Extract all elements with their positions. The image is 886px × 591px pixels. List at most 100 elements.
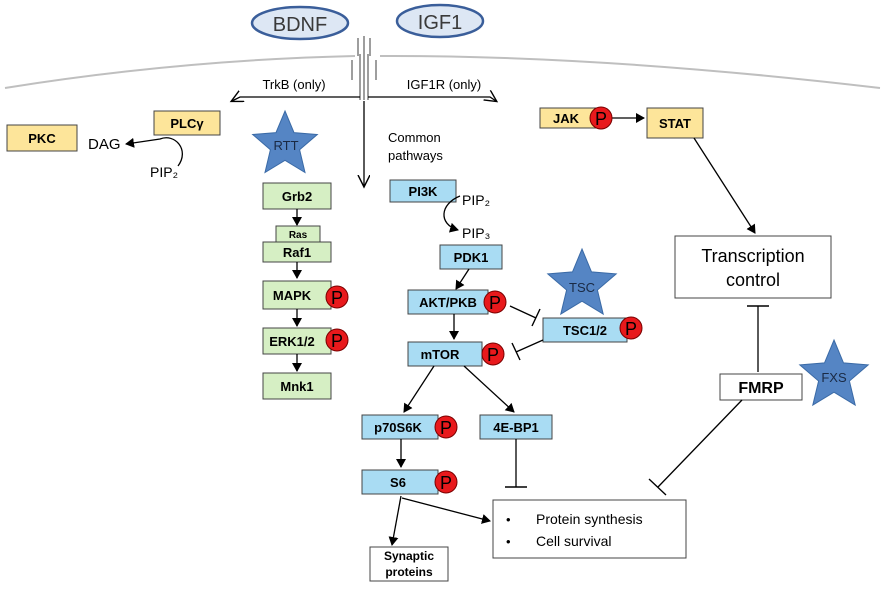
fmrp-box: FMRP xyxy=(719,373,803,401)
svg-text:P: P xyxy=(331,288,343,308)
rtt-star-icon: RTT xyxy=(251,109,319,174)
s6-box: S6 xyxy=(361,469,439,495)
jak-label: JAK xyxy=(553,111,580,126)
svg-text:P: P xyxy=(625,319,637,339)
common-pathways-line1: Common xyxy=(388,130,441,145)
mtor-box: mTOR xyxy=(407,341,483,367)
igf1-ellipse: IGF1 xyxy=(395,3,485,39)
inhibit-akt-tsc-bar xyxy=(531,308,541,327)
svg-text:P: P xyxy=(487,345,499,365)
bullet-1: • xyxy=(506,512,511,527)
phospho-mapk: P xyxy=(325,285,349,309)
cell-membrane-left xyxy=(4,55,356,89)
svg-text:P: P xyxy=(440,418,452,438)
phospho-s6: P xyxy=(434,470,458,494)
phospho-erk: P xyxy=(325,328,349,352)
inhibit-fmrp-protein-bar xyxy=(648,478,667,496)
tsc-star-icon: TSC xyxy=(546,247,618,316)
erk-box: ERK1/2 xyxy=(262,327,332,355)
stat-label: STAT xyxy=(659,116,691,131)
igf1r-label: IGF1R (only) xyxy=(407,77,481,92)
inhibit-tsc-mtor-bar xyxy=(511,342,521,361)
mnk1-box: Mnk1 xyxy=(262,372,332,400)
p70s6k-box: p70S6K xyxy=(361,414,439,440)
inhibit-tsc-mtor xyxy=(515,339,544,353)
cell-membrane-right xyxy=(379,54,881,89)
tsc-label: TSC xyxy=(569,280,595,295)
arrow-pip2-to-dag xyxy=(125,137,184,167)
arrow-to-igf1r xyxy=(368,97,496,101)
arrow-to-trkb xyxy=(232,97,360,101)
tsc12-box: TSC1/2 xyxy=(542,317,628,343)
svg-text:P: P xyxy=(331,331,343,351)
akt-label: AKT/PKB xyxy=(419,295,477,310)
jak-box: JAK xyxy=(539,107,597,129)
arrow-stat-transcription xyxy=(693,137,756,234)
plcg-box: PLCγ xyxy=(153,110,221,136)
fmrp-label: FMRP xyxy=(738,380,784,397)
svg-text:P: P xyxy=(489,293,501,313)
transcription-control-box: Transcription control xyxy=(674,235,832,299)
svg-text:P: P xyxy=(440,473,452,493)
arrow-pip2-to-pip3 xyxy=(443,195,461,233)
pi3k-label: PI3K xyxy=(409,184,439,199)
trkb-label: TrkB (only) xyxy=(262,77,325,92)
synaptic-label-line1: Synaptic xyxy=(384,549,434,563)
inhibit-akt-tsc xyxy=(509,305,537,319)
fxs-star-icon: FXS xyxy=(798,338,870,407)
arrow-mtor-p70 xyxy=(403,365,435,413)
bdnf-label: BDNF xyxy=(273,14,327,36)
mnk1-label: Mnk1 xyxy=(280,379,313,394)
inhibit-fmrp-protein xyxy=(657,399,743,488)
grb2-label: Grb2 xyxy=(282,189,312,204)
receptor-icon xyxy=(351,36,377,100)
plcg-label: PLCγ xyxy=(170,116,204,131)
phospho-akt: P xyxy=(483,290,507,314)
grb2-box: Grb2 xyxy=(262,182,332,210)
ras-label: Ras xyxy=(289,230,308,241)
fxs-label: FXS xyxy=(821,370,847,385)
arrow-pdk1-akt xyxy=(455,268,470,290)
akt-box: AKT/PKB xyxy=(407,289,489,315)
phospho-jak: P xyxy=(589,106,613,130)
svg-text:P: P xyxy=(595,109,607,129)
mtor-label: mTOR xyxy=(421,347,460,362)
arrow-s6-synaptic xyxy=(388,495,402,546)
bdnf-ellipse: BDNF xyxy=(250,5,350,41)
arrow-mtor-4ebp1 xyxy=(463,365,515,413)
protein-synthesis-box: • Protein synthesis • Cell survival xyxy=(492,499,687,559)
cell-survival-label: Cell survival xyxy=(536,533,611,549)
common-pathways-line2: pathways xyxy=(388,148,443,163)
mapk-label: MAPK xyxy=(273,288,312,303)
rtt-label: RTT xyxy=(273,138,298,153)
arrow-s6-protein xyxy=(401,497,491,524)
phospho-tsc12: P xyxy=(619,316,643,340)
p70s6k-label: p70S6K xyxy=(374,420,422,435)
transcription-line2: control xyxy=(726,270,780,290)
transcription-line1: Transcription xyxy=(701,246,804,266)
phospho-p70s6k: P xyxy=(434,415,458,439)
pip3-label: PIP₃ xyxy=(462,225,490,241)
igf1-label: IGF1 xyxy=(418,12,462,34)
pkc-box: PKC xyxy=(6,124,78,152)
pkc-label: PKC xyxy=(28,131,56,146)
pi3k-box: PI3K xyxy=(389,179,457,203)
plc-pip2-label: PIP₂ xyxy=(150,164,178,180)
ras-box: Ras xyxy=(275,225,321,243)
4ebp1-box: 4E-BP1 xyxy=(479,414,553,440)
phospho-mtor: P xyxy=(481,342,505,366)
bullet-2: • xyxy=(506,534,511,549)
pi3k-pip2-label: PIP₂ xyxy=(462,192,490,208)
dag-label: DAG xyxy=(88,136,121,153)
tsc12-label: TSC1/2 xyxy=(563,323,607,338)
erk-label: ERK1/2 xyxy=(269,334,315,349)
s6-label: S6 xyxy=(390,475,406,490)
synaptic-label-line2: proteins xyxy=(385,565,433,579)
mapk-box: MAPK xyxy=(262,280,332,310)
protein-synthesis-label: Protein synthesis xyxy=(536,511,643,527)
raf1-label: Raf1 xyxy=(283,245,311,260)
pdk1-box: PDK1 xyxy=(439,244,503,270)
synaptic-proteins-box: Synaptic proteins xyxy=(369,546,449,582)
